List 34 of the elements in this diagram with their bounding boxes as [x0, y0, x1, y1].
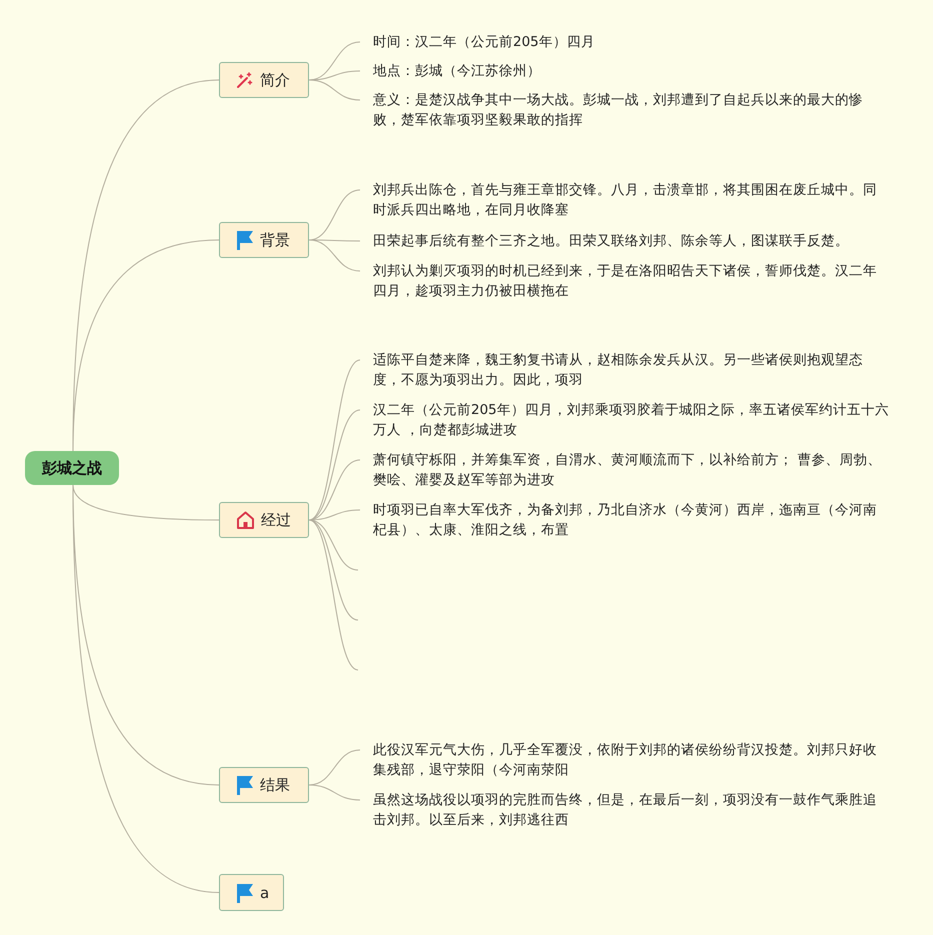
- connector-line: [308, 520, 358, 620]
- subtopic-text: 适陈平自楚来降，魏王豹复书请从，赵相陈余发兵从汉。另一些诸侯则抱观望态度，不愿为项羽出力。因此，项羽: [360, 350, 890, 390]
- connector-line: [308, 520, 358, 670]
- connector-line: [308, 190, 360, 240]
- subtopic-text: 时项羽已自率大军伐齐，为备刘邦，乃北自济水（今黄河）西岸，迤南亘（今河南杞县）、太康、淮阳之线，布置: [360, 500, 890, 540]
- connector-line: [72, 240, 220, 452]
- subtopic-text: 田荣起事后统有整个三齐之地。田荣又联络刘邦、陈余等人，图谋联手反楚。: [360, 231, 890, 251]
- subtopic-text: 此役汉军元气大伤，几乎全军覆没，依附于刘邦的诸侯纷纷背汉投楚。刘邦只好收集残部，退守荥阳（今河南荥阳: [360, 740, 890, 780]
- topic-label: 经过: [261, 510, 291, 530]
- subtopic-text: 时间：汉二年（公元前205年）四月: [360, 32, 890, 52]
- topic-box: [219, 62, 309, 98]
- subtopic-text: 汉二年（公元前205年）四月，刘邦乘项羽胶着于城阳之际，率五诸侯军约计五十六万人 ，向楚都彭城进攻: [360, 400, 890, 440]
- subtopic-text: 虽然这场战役以项羽的完胜而告终，但是，在最后一刻，项羽没有一鼓作气乘胜追击刘邦。以至后来，刘邦逃往西: [360, 790, 890, 830]
- topic-label: 背景: [260, 230, 290, 250]
- central-topic: 彭城之战: [25, 451, 119, 485]
- topic-label: 简介: [260, 70, 290, 90]
- connector-line: [72, 484, 220, 520]
- topic-label: 结果: [260, 776, 290, 794]
- topic-box: [219, 502, 309, 538]
- subtopic-text: 刘邦认为剿灭项羽的时机已经到来，于是在洛阳昭告天下诸侯，誓师伐楚。汉二年四月，趁项羽主力仍被田横拖在: [360, 261, 890, 301]
- subtopic-text: 地点：彭城（今江苏徐州）: [360, 61, 890, 81]
- connector-line: [308, 80, 360, 100]
- connector-line: [308, 410, 360, 520]
- connector-line: [308, 460, 360, 520]
- subtopic-text: 意义：是楚汉战争其中一场大战。彭城一战，刘邦遭到了自起兵以来的最大的惨败，楚军依靠项羽坚毅果敢的指挥: [360, 90, 890, 130]
- connector-line: [308, 240, 360, 272]
- subtopic-text: 萧何镇守栎阳，并筹集军资，自渭水、黄河顺流而下，以补给前方； 曹参、周勃、樊哙、灌婴及赵军等部为进攻: [360, 450, 890, 490]
- subtopic-text: 刘邦兵出陈仓，首先与雍王章邯交锋。八月，击溃章邯，将其围困在废丘城中。同时派兵四出略地，在同月收降塞: [360, 180, 890, 220]
- topic-box: [219, 874, 284, 911]
- topic-box: [219, 767, 309, 803]
- topic-label: a: [260, 884, 270, 902]
- topic-box: [219, 222, 309, 258]
- connector-line: [308, 360, 360, 520]
- connector-line: [308, 784, 360, 800]
